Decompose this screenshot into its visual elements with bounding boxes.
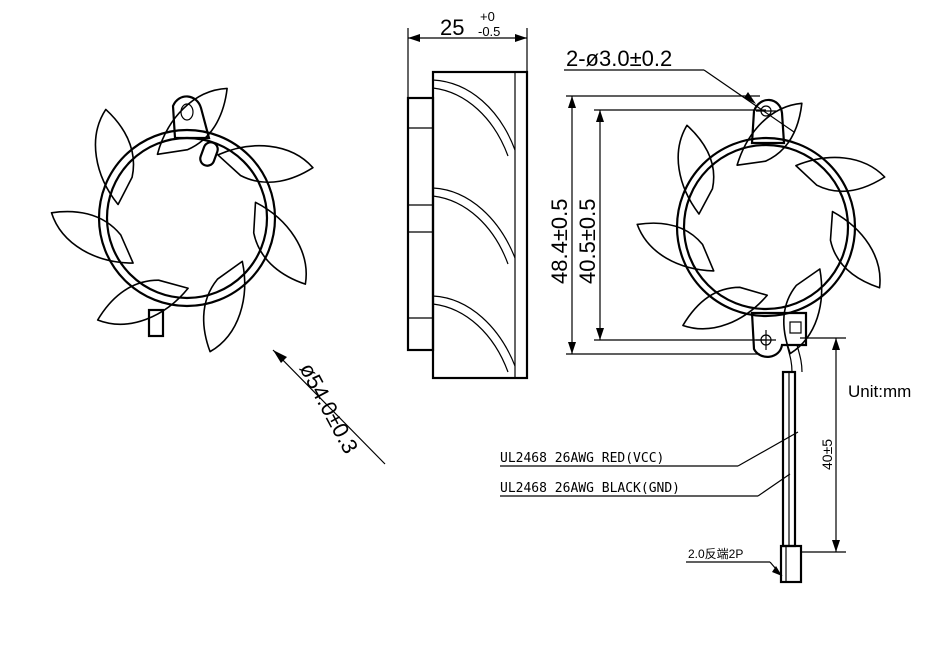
connector-label: 2.0反端2P	[688, 547, 743, 561]
wire-red-leader	[737, 431, 799, 467]
height-outer-arrow-bottom	[568, 342, 576, 354]
unit-label: Unit:mm	[848, 382, 911, 401]
wire-red-label: UL2468 26AWG RED(VCC)	[500, 451, 664, 466]
left-mount-tab-bottom	[147, 308, 165, 338]
side-view: 25 +0 -0.5	[406, 9, 529, 380]
left-fan-view: ø54.0±0.3	[48, 85, 386, 465]
left-hub-inner	[105, 136, 269, 300]
side-blade-curve-3b	[432, 303, 509, 373]
width-dim-main: 25	[440, 15, 464, 40]
cable-length-label: 40±5	[819, 439, 835, 470]
side-blade-curve-2b	[432, 195, 509, 265]
width-tol-upper: +0	[480, 9, 495, 24]
diameter-arrow	[273, 350, 287, 363]
right-hub-outer	[675, 136, 857, 318]
width-arrow-left	[408, 34, 420, 42]
side-frame	[431, 70, 529, 380]
height-holes-arrow-bottom	[596, 328, 604, 340]
connector-housing	[779, 544, 803, 584]
wire-black-label: UL2468 26AWG BLACK(GND)	[500, 481, 680, 496]
right-fan-view	[634, 98, 887, 358]
width-arrow-right	[515, 34, 527, 42]
height-outer-label: 48.4±0.5	[547, 199, 572, 284]
width-tol-lower: -0.5	[478, 24, 500, 39]
diameter-label: ø54.0±0.3	[295, 359, 364, 458]
side-blade-curve-3	[432, 295, 516, 367]
hole-spec-leader	[703, 69, 795, 133]
left-mount-tab-top	[171, 95, 211, 140]
height-holes-label: 40.5±0.5	[575, 199, 600, 284]
right-mount-tab-bottom	[750, 311, 808, 358]
cable-len-arrow-top	[832, 338, 840, 350]
side-blade-curve-2	[432, 187, 516, 259]
height-outer-arrow-top	[568, 96, 576, 108]
connector-arrow	[772, 566, 782, 576]
height-holes-arrow-top	[596, 110, 604, 122]
diameter-leader	[272, 349, 386, 465]
wire-black-leader	[757, 473, 791, 497]
hole-spec-label: 2-ø3.0±0.2	[566, 46, 672, 71]
left-hub-slot	[199, 141, 219, 167]
right-terminal	[789, 321, 802, 334]
left-hub-outer	[97, 128, 277, 308]
cable-len-arrow-bottom	[832, 540, 840, 552]
cable	[779, 344, 803, 584]
right-hub-inner	[682, 143, 850, 311]
height-dimensions: 48.4±0.5 40.5±0.5	[547, 95, 766, 355]
hole-spec-arrow	[744, 92, 756, 104]
side-blade-curve-1b	[432, 87, 509, 157]
cable-exit	[786, 344, 803, 373]
side-blade-curve-1	[432, 79, 516, 151]
side-hub	[406, 96, 435, 352]
left-mount-hole-top	[180, 103, 194, 121]
